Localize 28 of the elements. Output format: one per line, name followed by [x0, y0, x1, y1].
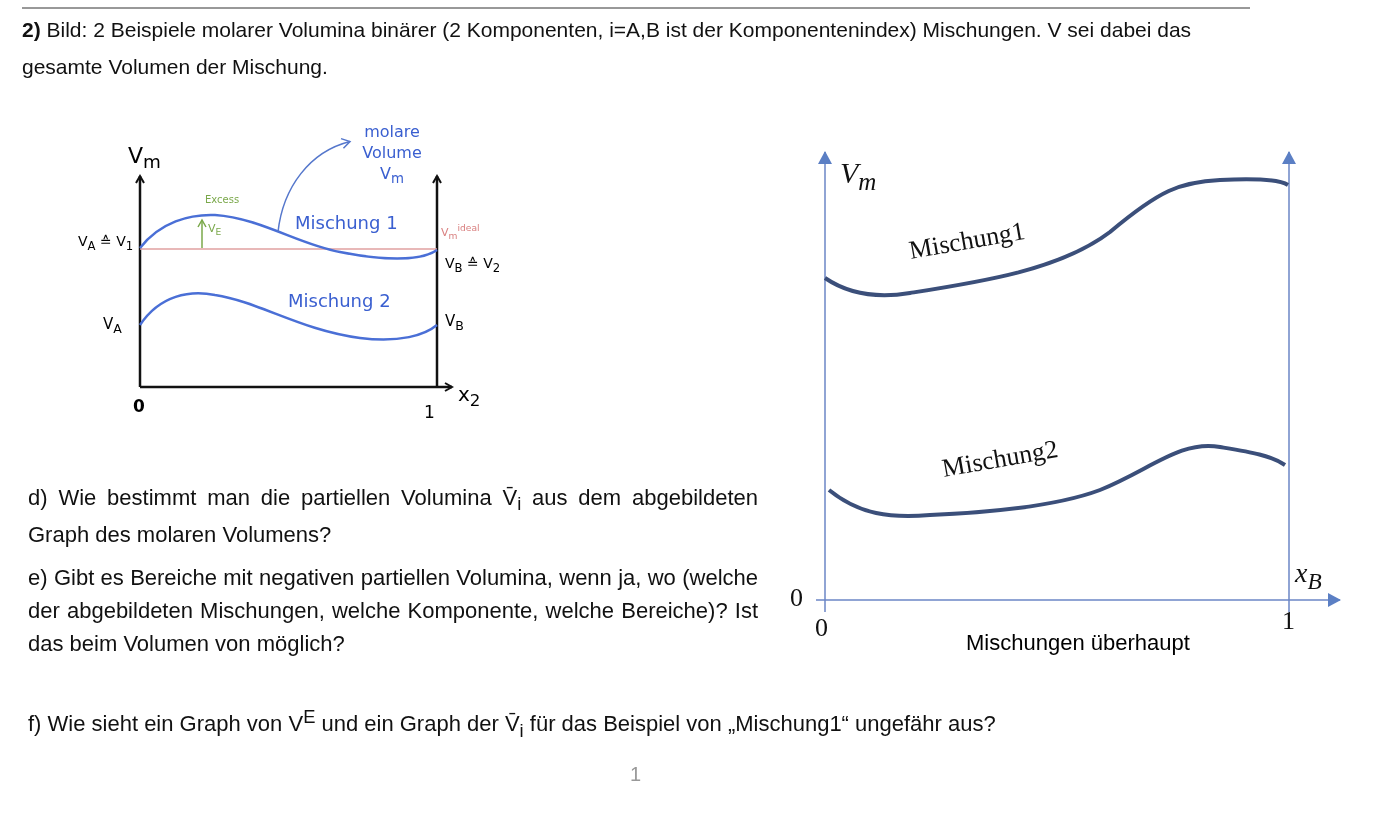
curve-label: Mischung2 [939, 433, 1061, 485]
annotation-text: Excess [205, 194, 240, 206]
tick-label: 0 [815, 612, 828, 644]
axis-label: V$_{m}$ [128, 143, 161, 174]
annotation-text: Mischungen überhaupt [966, 630, 1190, 657]
curve-label: Mischung 1 [295, 212, 398, 234]
axis-label: V$_{m}$ [840, 155, 877, 197]
tick-label: 0 [133, 396, 145, 417]
axis-label: x$_{2}$ [458, 382, 481, 411]
question-text: d) Wie bestimmt man die partiellen Volumina V̄$_{i}$ aus dem abgebildeten Graph des molaren Volumens? [28, 484, 758, 549]
page-number: 1 [630, 762, 642, 786]
axis-value: V$_{B}$ [445, 312, 464, 333]
axis-value: V$_{A}$ [103, 315, 122, 336]
axis-value: V$_{A}$ ≙ V$_{1}$ [78, 233, 135, 253]
annotation-text: V$_{E}$ [208, 222, 222, 238]
leader-arrow [277, 138, 351, 233]
annotation-text: molare Volume V$_{m}$ [352, 122, 432, 188]
curve-label: Mischung1 [906, 215, 1028, 267]
tick-label: 0 [790, 582, 803, 614]
tick-label: 1 [424, 402, 435, 423]
question-text: e) Gibt es Bereiche mit negativen partiellen Volumina, wenn ja, wo (welche der abgebildeten Mischungen, welche Komponente, welche Bereiche)? Ist das beim Volumen von möglich? [28, 564, 758, 658]
axis-value: V$_{B}$ ≙ V$_{2}$ [445, 255, 501, 275]
question-text: f) Wie sieht ein Graph von V$^{E}$ und ein Graph der V̄$_{i}$ für das Beispiel von „Mischung1“ ungefähr aus? [28, 705, 997, 743]
curve-label: Mischung 2 [288, 290, 391, 312]
curve-line [139, 213, 438, 260]
heading-text: 2) Bild: 2 Beispiele molarer Volumina binärer (2 Komponenten, i=A,B ist der Komponentenindex) Mischungen. V sei dabei das gesamte Volumen der Mischung. [22, 17, 1193, 80]
tick-label: 1 [1282, 605, 1295, 637]
axis-label: x$_{B}$ [1295, 556, 1322, 596]
